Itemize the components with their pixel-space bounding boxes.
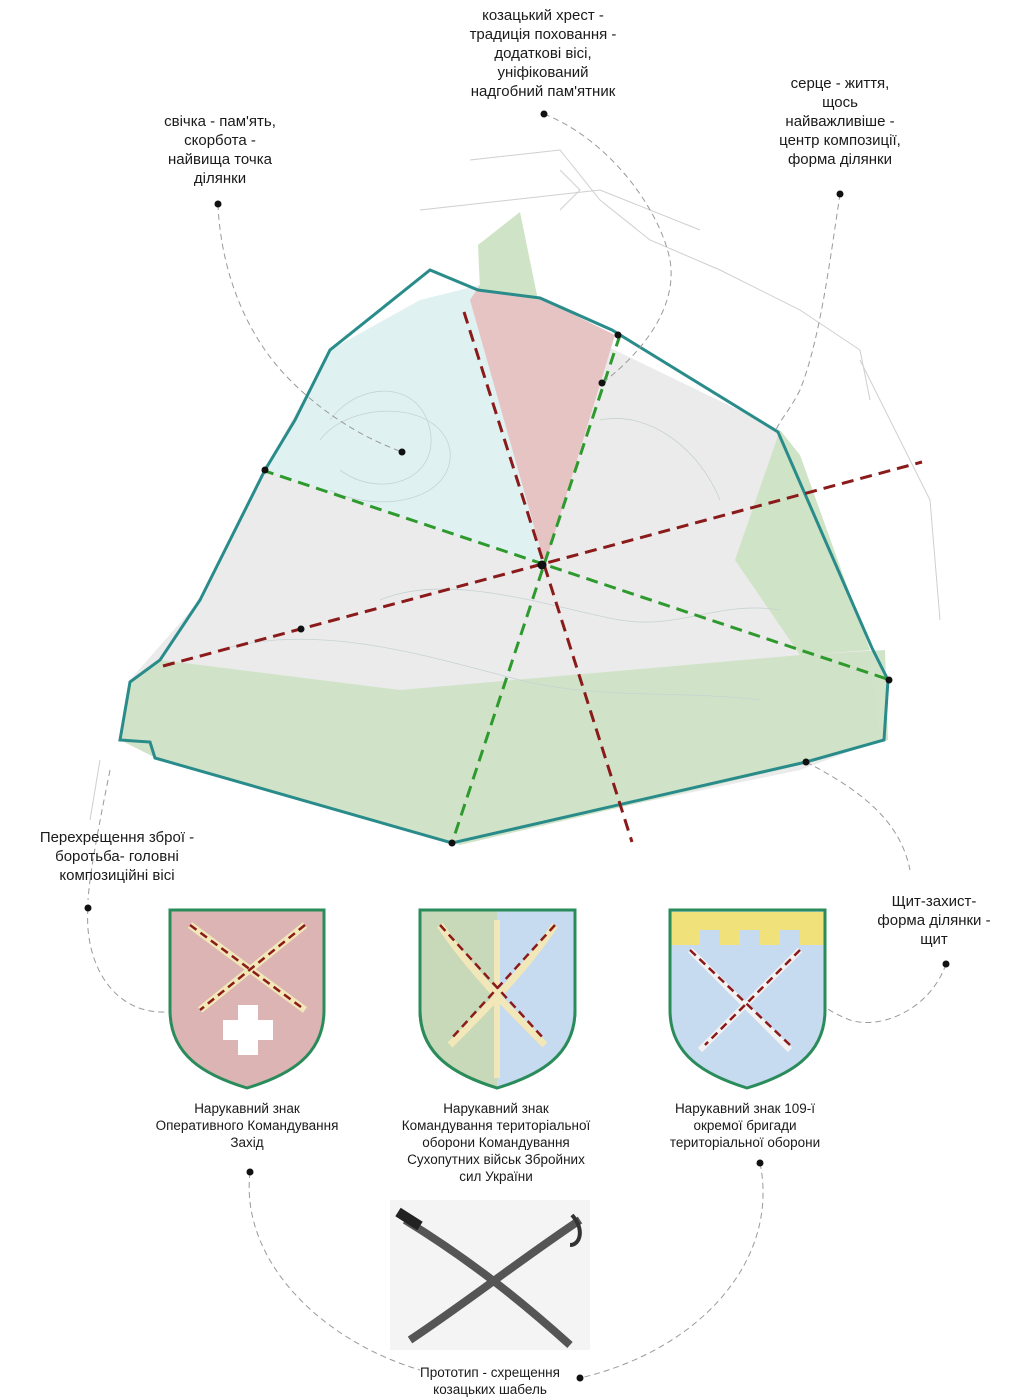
- caption-emblem-territorial: Нарукавний знак Командування територіаль…: [401, 1101, 591, 1184]
- zone-green-bottom: [120, 650, 888, 845]
- green-axis-cross: [450, 334, 622, 844]
- zone-cyan: [265, 285, 545, 565]
- red-axis-main: [162, 460, 923, 668]
- crossed-sabres-image: [390, 1200, 590, 1350]
- label-cossack-cross: козацький хрест - традиція поховання - д…: [469, 7, 617, 100]
- emblem-west-command: [168, 908, 326, 1090]
- label-crossed-weapons: Перехрещення зброї - боротьба- головні к…: [39, 829, 195, 884]
- red-axis-cross: [462, 311, 634, 843]
- emblem-territorial-defense: [418, 908, 577, 1090]
- caption-prototype: Прототип - схрещення козацьких шабель: [420, 1365, 560, 1397]
- caption-emblem-109: Нарукавний знак 109-ї окремої бригади те…: [669, 1101, 821, 1150]
- caption-emblem-west: Нарукавний знак Оперативного Командуванн…: [155, 1101, 339, 1150]
- label-candle: свічка - пам'ять, скорбота - найвища точ…: [164, 113, 276, 187]
- marker-dots: [84, 110, 950, 1382]
- zone-green-tab: [478, 212, 538, 300]
- zone-green-right: [735, 430, 870, 655]
- emblem-109-brigade: [668, 908, 827, 1090]
- site-boundary: [118, 268, 890, 845]
- label-heart: серце - життя, щось найважливіше - центр…: [779, 75, 901, 168]
- green-axis-main: [261, 468, 891, 682]
- context-lines: [89, 149, 941, 821]
- label-shield: Щит-захист- форма ділянки - щит: [877, 893, 991, 948]
- composition-axes: [162, 311, 923, 844]
- site-zones: [120, 212, 888, 845]
- zone-red: [470, 285, 615, 565]
